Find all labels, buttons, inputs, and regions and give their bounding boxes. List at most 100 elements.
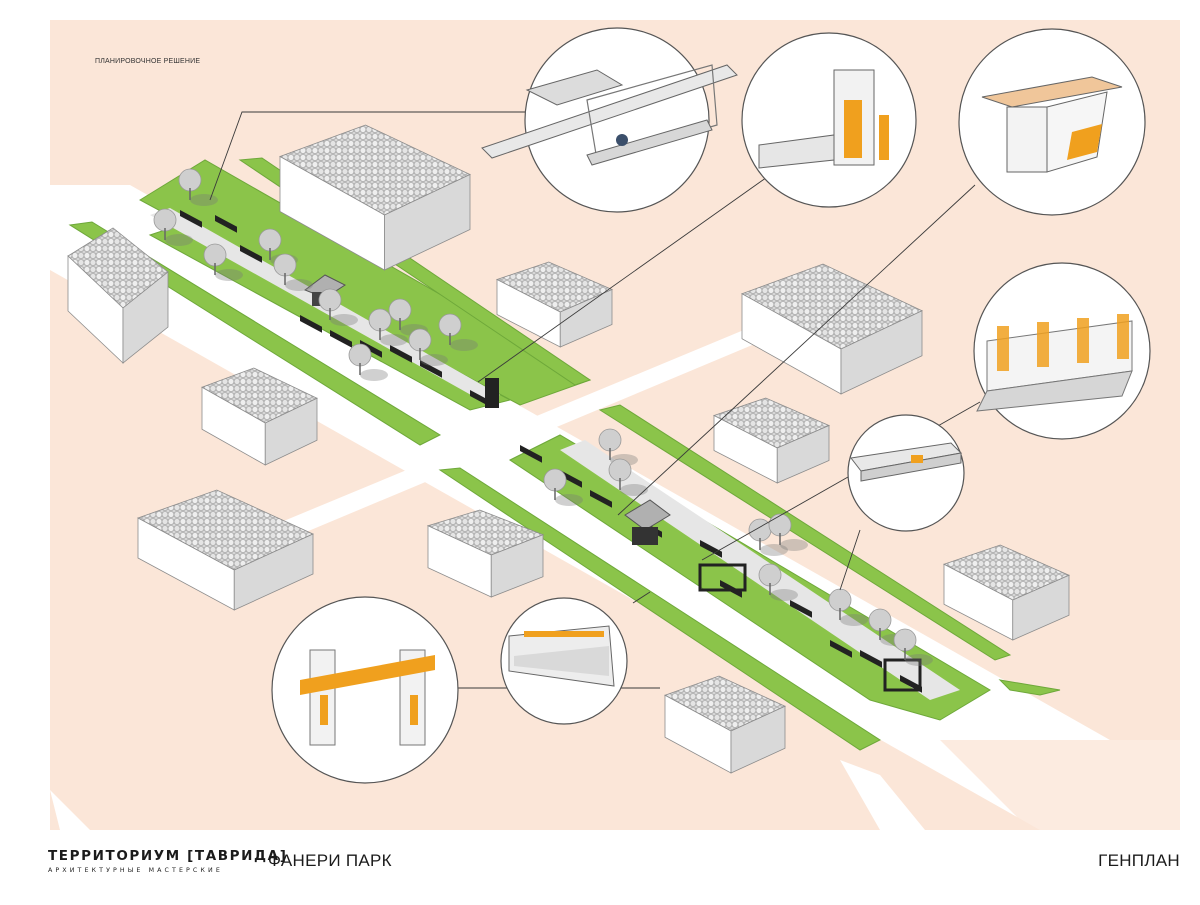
tree-crown [893, 628, 917, 652]
tree-crown [388, 298, 412, 322]
tree-crown [273, 253, 297, 277]
tree-shadow [905, 654, 933, 666]
wing-lower [586, 119, 713, 166]
building-2 [201, 367, 318, 466]
plan-caption: ПЛАНИРОВОЧНОЕ РЕШЕНИЕ [95, 58, 201, 65]
tree-6 [368, 308, 408, 346]
detail-views-layer [271, 27, 1151, 784]
bench-7 [420, 360, 442, 378]
building-side-wall [730, 705, 786, 774]
leader-line-2 [617, 184, 976, 516]
tree-crown [178, 168, 202, 192]
leader-line-1 [477, 174, 771, 383]
studio-name: ТЕРРИТОРИУМ [ТАВРИДА] [48, 848, 288, 864]
tree-crown [608, 458, 632, 482]
tree-15 [768, 513, 808, 551]
tower-stage-detail [741, 32, 917, 208]
building-side-wall [559, 288, 613, 348]
wing-upper [481, 64, 738, 159]
bench-planter-detail [500, 597, 628, 725]
bench-accent [911, 455, 923, 463]
street-furniture-layer [180, 210, 922, 693]
building-side-wall [233, 533, 314, 611]
building-3 [137, 489, 314, 611]
tree-shadow [780, 539, 808, 551]
bench-front [860, 452, 962, 482]
truss-frame [586, 64, 718, 161]
bench-10 [560, 470, 582, 488]
entrance-gate-detail [271, 596, 459, 784]
frame-deck [976, 370, 1133, 412]
road-1 [250, 315, 800, 545]
tree-shadow [760, 544, 788, 556]
frame-post-3 [1117, 314, 1129, 359]
lawn-6 [438, 467, 882, 751]
tree-crown [758, 563, 782, 587]
lawn-5 [598, 404, 1012, 661]
tail-wing [525, 69, 624, 106]
tree-1 [153, 208, 193, 246]
bench-1 [215, 214, 237, 233]
tree-17 [828, 588, 868, 626]
building-side-wall [1012, 574, 1070, 641]
studio-logo: ТЕРРИТОРИУМ [ТАВРИДА] АРХИТЕКТУРНЫЕ МАСТ… [48, 848, 288, 874]
tree-crown [768, 513, 792, 537]
bench-15 [790, 600, 812, 618]
road-3 [50, 790, 90, 830]
leader-line-5 [632, 591, 651, 604]
building-side-wall [384, 173, 471, 271]
side-banner [879, 115, 889, 160]
tree-shadow [380, 334, 408, 346]
tree-crown [368, 308, 392, 332]
tree-10 [348, 343, 388, 381]
tree-shadow [620, 484, 648, 496]
building-5 [741, 263, 923, 395]
kiosk-pavilion-detail [958, 28, 1146, 216]
bench-3 [300, 314, 322, 333]
tree-shadow [330, 314, 358, 326]
tree-crown [598, 428, 622, 452]
project-name: ФАНЕРИ ПАРК [268, 851, 392, 870]
building-6 [712, 397, 831, 484]
road-2 [840, 760, 925, 830]
tree-crown [153, 208, 177, 232]
frame-post-2 [1077, 318, 1089, 363]
tree-shadow [555, 494, 583, 506]
bench-2 [240, 245, 262, 263]
buildings-layer [67, 124, 1070, 774]
tree-8 [408, 328, 448, 366]
tree-19 [893, 628, 933, 666]
lawn-7 [998, 679, 1061, 696]
tower-panel [844, 100, 862, 158]
tree-11 [543, 468, 583, 506]
tree-shadow [360, 369, 388, 381]
detail-frame [271, 596, 459, 784]
bench-17 [860, 649, 882, 668]
tree-crown [438, 313, 462, 337]
trees-layer [153, 168, 933, 666]
tree-shadow [840, 614, 868, 626]
tree-shadow [190, 194, 218, 206]
leader-line-0 [209, 111, 530, 201]
tree-crown [318, 288, 342, 312]
long-bench-detail [847, 414, 965, 532]
gate-panel-left [320, 695, 328, 725]
tree-crown [258, 228, 282, 252]
gate-plan [698, 563, 747, 592]
frame-post-0 [997, 326, 1009, 371]
kiosk-body-south [632, 527, 658, 545]
tree-crown [203, 243, 227, 267]
planter-accent [524, 631, 604, 637]
tree-crown [868, 608, 892, 632]
tree-13 [608, 458, 648, 496]
tree-9 [438, 313, 478, 351]
gate-panel-right [410, 695, 418, 725]
tree-shadow [770, 589, 798, 601]
tree-14 [748, 518, 788, 556]
detail-frame [524, 27, 710, 213]
plaza-corner [940, 740, 1180, 830]
bench-0 [180, 210, 202, 228]
tree-crown [348, 343, 372, 367]
tree-shadow [215, 269, 243, 281]
